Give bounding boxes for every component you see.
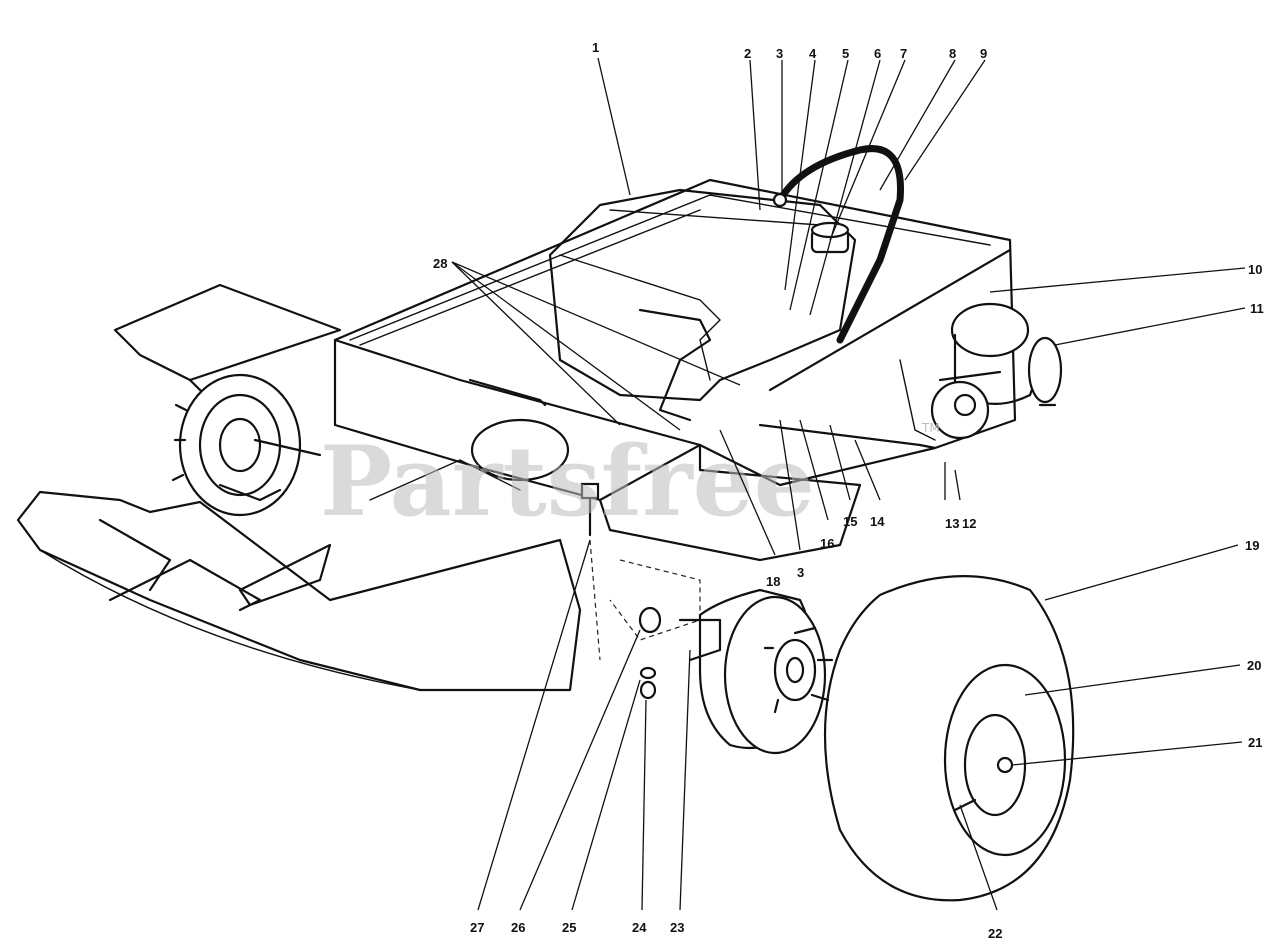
- callout-9: 9: [980, 46, 987, 61]
- callout-25: 25: [562, 920, 576, 935]
- callout-20: 20: [1247, 658, 1261, 673]
- callout-23: 23: [670, 920, 684, 935]
- callout-28: 28: [433, 256, 447, 271]
- tire-wheel: [823, 575, 1075, 902]
- callout-3: 3: [776, 46, 783, 61]
- callout-18: 18: [766, 574, 780, 589]
- callout-labels: 1 2 3 4 5 6 7 8 9 10 11 12 13 14 15 16 1…: [433, 40, 1264, 941]
- leader-lines: [451, 57, 1246, 911]
- callout-19: 19: [1245, 538, 1259, 553]
- callout-8: 8: [949, 46, 956, 61]
- callout-22: 22: [988, 926, 1002, 941]
- fuel-tank: [548, 188, 857, 422]
- callout-6: 6: [874, 46, 881, 61]
- fuel-line: [772, 145, 904, 344]
- callout-11: 11: [1250, 301, 1264, 316]
- callout-1: 1: [592, 40, 599, 55]
- callout-2: 2: [744, 46, 751, 61]
- callout-14: 14: [870, 514, 885, 529]
- callout-26: 26: [511, 920, 525, 935]
- engine-canister: [930, 302, 1063, 440]
- svg-text:TM: TM: [921, 421, 940, 435]
- callout-13: 13: [945, 516, 959, 531]
- callout-15: 15: [843, 514, 857, 529]
- callout-16: 16: [820, 536, 834, 551]
- callout-24: 24: [632, 920, 647, 935]
- callout-12: 12: [962, 516, 976, 531]
- footrest-platform: [16, 459, 582, 692]
- callout-10: 10: [1248, 262, 1262, 277]
- svg-text:Partsfree: Partsfree: [320, 425, 815, 538]
- callout-3-lower: 3: [797, 565, 804, 580]
- callout-4: 4: [809, 46, 817, 61]
- watermark: Partsfree TM: [320, 421, 940, 538]
- brake-drum: [698, 588, 834, 755]
- callout-21: 21: [1248, 735, 1262, 750]
- left-hub: [171, 373, 322, 517]
- callout-27: 27: [470, 920, 484, 935]
- callout-7: 7: [900, 46, 907, 61]
- callout-5: 5: [842, 46, 849, 61]
